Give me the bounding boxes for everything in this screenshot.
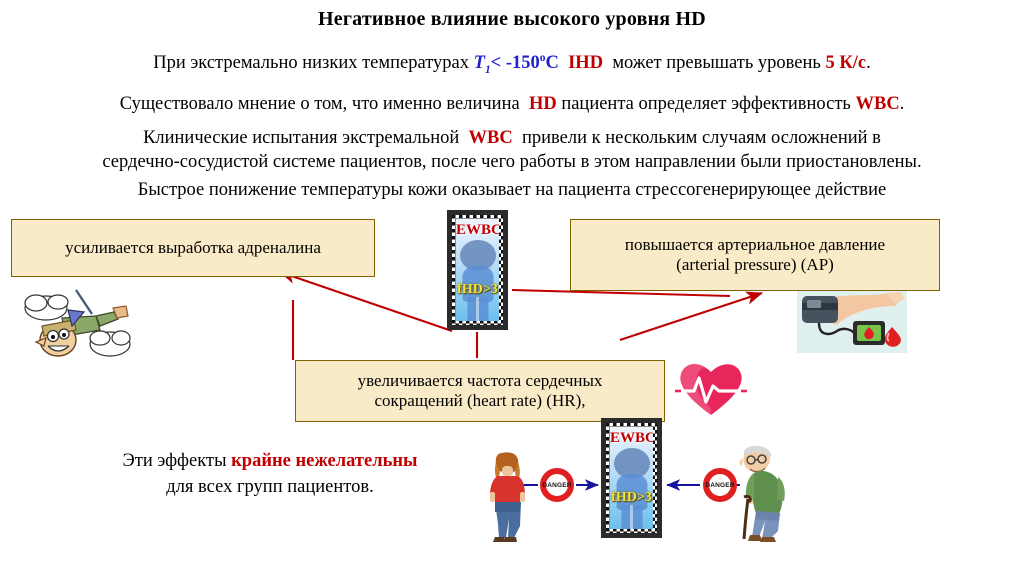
person-legs-icon [467,297,488,321]
paragraph-temperature: При экстремально низких температурах T1<… [0,52,1024,76]
callout-adrenaline[interactable]: усиливается выработка адреналина [11,219,375,277]
text-segment: пациента определяет эффективность [561,94,856,114]
text-segment: привели к нескольким случаям осложнений … [521,128,881,148]
label-fhd: fHD>3 [457,282,498,297]
heart-ecg-icon [675,363,747,415]
person-legs-icon [621,505,642,529]
patient-figure-bottom: EWBC fHD>3 [601,418,662,538]
label-fhd: fHD>3 [611,490,652,505]
callout-heartrate-line2: сокращений (heart rate) (HR), [374,391,586,410]
paragraph-trials-line1: Клинические испытания экстремальной WBC … [0,128,1024,149]
text-segment: При экстремально низких температурах [153,53,474,74]
patient-figure-bottom-inner: EWBC fHD>3 [610,427,653,529]
text-segment: . [899,94,905,114]
arrow-to-adrenaline-box [279,270,453,332]
person-body-icon [462,266,493,302]
patient-figure-center: EWBC fHD>3 [447,210,508,330]
freezing-person-clipart [24,289,131,357]
rate-value: 5 К/с [825,53,867,74]
person-head-icon [613,448,650,479]
callout-arterial-pressure[interactable]: повышается артериальное давление (arteri… [570,219,940,291]
danger-sign-right: DANGER [703,468,737,502]
blood-pressure-cuff-clipart [797,291,907,353]
elderly-patient-clipart [739,445,785,542]
danger-sign-left-label: DANGER [542,481,572,489]
text-segment: Существовало мнение о том, что именно ве… [119,94,525,114]
paragraph-stress: Быстрое понижение температуры кожи оказы… [137,180,887,200]
label-ewbc: EWBC [456,222,499,238]
text-segment: . [866,53,871,74]
term-ihd: IHD [568,53,604,74]
term-hd: HD [528,94,557,114]
conclusion-line1-emphasis: крайне нежелательны [231,451,418,471]
callout-heartrate-line1: увеличивается частота сердечных [357,370,603,390]
callout-heart-rate[interactable]: увеличивается частота сердечных сокращен… [295,360,665,422]
danger-sign-right-label: DANGER [705,481,735,489]
symbol-T: T [473,53,485,74]
celsius-symbol: C [545,53,559,74]
callout-adrenaline-text: усиливается выработка адреналина [65,237,321,257]
callout-heartrate-text: увеличивается частота сердечных сокращен… [358,371,603,412]
arrow-to-pressure-box [619,291,763,341]
callout-pressure-line1: повышается артериальное давление [624,234,886,254]
degree-symbol: o [539,52,546,64]
person-head-icon [459,240,496,271]
person-body-icon [616,474,647,510]
paragraph-trials-line2: сердечно-сосудистой системе пациентов, п… [102,152,922,172]
label-ewbc: EWBC [610,430,653,446]
symbol-T-subscript: 1 [484,63,491,76]
text-segment: Клинические испытания экстремальной [143,128,464,148]
temperature-value: < -150 [490,53,540,74]
patient-figure-center-inner: EWBC fHD>3 [456,219,499,321]
conclusion-line2: для всех групп пациентов. [166,477,374,498]
callout-pressure-text: повышается артериальное давление (arteri… [625,235,885,276]
text-segment: может превышать уровень [612,53,826,74]
paragraph-opinion: Существовало мнение о том, что именно ве… [0,94,1024,115]
conclusion-line1-plain: Эти эффекты [122,451,232,471]
page-title: Негативное влияние высокого уровня HD [318,8,706,30]
term-wbc: WBC [468,128,513,148]
danger-sign-left: DANGER [540,468,574,502]
young-patient-clipart [490,452,525,542]
callout-pressure-line2: (arterial pressure) (AP) [676,255,834,274]
conclusion-text: Эти эффекты крайне нежелательны для всех… [60,448,480,501]
term-wbc: WBC [855,94,900,114]
